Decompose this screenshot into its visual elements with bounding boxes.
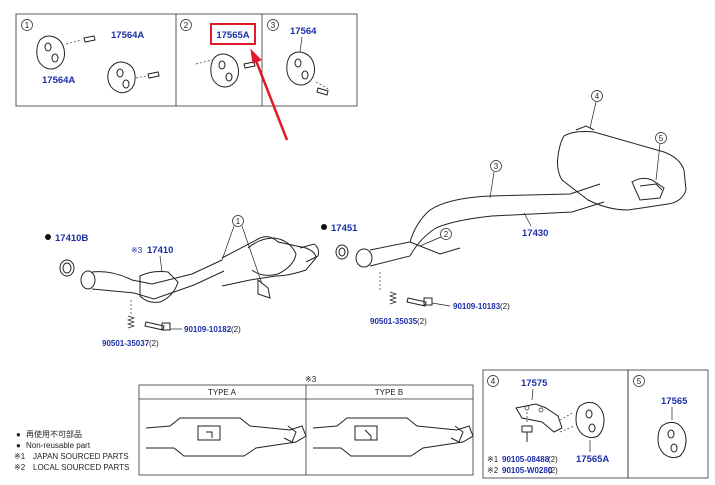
label-17451: 17451 bbox=[331, 223, 358, 234]
legend-text: LOCAL SOURCED PARTS bbox=[33, 463, 129, 472]
callout-3: 3 bbox=[494, 162, 499, 171]
label-spring-mid: 90501-35035 bbox=[370, 317, 418, 326]
callout-1: 1 bbox=[236, 217, 241, 226]
inset-frame bbox=[15, 13, 358, 107]
rubber-hanger-icon bbox=[657, 421, 687, 459]
legend: ● 再使用不可部品 ● Non-reusable part ※1 JAPAN S… bbox=[14, 429, 129, 472]
stud-icon bbox=[83, 35, 96, 43]
inset-box-1: 1 17564A 17564A bbox=[21, 19, 160, 94]
label-bolt1: 90105-08488 bbox=[502, 455, 550, 464]
non-reusable-dot bbox=[321, 224, 327, 230]
label-box4-17565A: 17565A bbox=[576, 454, 609, 465]
type-a-label: TYPE A bbox=[208, 388, 237, 397]
label-17410: 17410 bbox=[147, 245, 173, 256]
main-assembly: 17410B ※3 17410 1 bbox=[45, 90, 687, 348]
stud-icon bbox=[316, 87, 329, 96]
type-panel-marker: ※3 bbox=[305, 375, 317, 384]
inset-box-2-number: 2 bbox=[184, 21, 189, 30]
gasket-icon bbox=[335, 244, 349, 260]
inset-box-3-number: 3 bbox=[271, 21, 276, 30]
label-spring-left: 90501-35037 bbox=[102, 339, 150, 348]
type-b-converter-icon bbox=[312, 417, 474, 457]
legend-text: 再使用不可部品 bbox=[26, 429, 82, 439]
tail-pipe-icon bbox=[355, 183, 605, 268]
callout-2: 2 bbox=[444, 230, 449, 239]
inset-group: 1 17564A 17564A 2 1756 bbox=[15, 13, 358, 107]
callout-4: 4 bbox=[595, 92, 600, 101]
label-bolt2-qty: (2) bbox=[548, 466, 558, 475]
callout-5: 5 bbox=[659, 134, 664, 143]
type-a-converter-icon bbox=[145, 417, 307, 457]
inset-box-3-label: 17564 bbox=[290, 26, 317, 37]
label-17565: 17565 bbox=[661, 396, 688, 407]
gasket-icon bbox=[59, 259, 75, 277]
spring-bolt-icon bbox=[126, 300, 171, 331]
bolt1-mark: ※1 bbox=[487, 455, 499, 464]
rubber-hanger-icon bbox=[286, 51, 315, 86]
rubber-hanger-icon bbox=[36, 35, 65, 70]
rubber-hanger-icon bbox=[107, 61, 136, 94]
bolt2-mark: ※2 bbox=[487, 466, 499, 475]
detail-box-5: 5 17565 bbox=[627, 369, 709, 479]
stud-icon bbox=[243, 61, 256, 69]
highlight-arrow bbox=[250, 48, 289, 141]
label-bolt-mid-qty: (2) bbox=[500, 302, 510, 311]
label-spring-left-qty: (2) bbox=[149, 339, 159, 348]
detail-box-4: 4 17575 17565A ※1 90105-08488 (2) ※2 901… bbox=[482, 369, 629, 479]
inset-box-1-label-a: 17564A bbox=[111, 30, 144, 41]
label-bolt-left: 90109-10182 bbox=[184, 325, 232, 334]
legend-text: Non-reusable part bbox=[26, 441, 91, 450]
rubber-hanger-icon bbox=[575, 401, 605, 439]
legend-bullet: ● bbox=[16, 441, 21, 450]
legend-bullet: ※1 bbox=[14, 452, 26, 461]
stud-icon bbox=[147, 71, 160, 79]
legend-bullet: ※2 bbox=[14, 463, 26, 472]
label-bolt2: 90105-W0280 bbox=[502, 466, 553, 475]
inset-box-2-label: 17565A bbox=[216, 30, 249, 41]
label-bolt-mid: 90109-10183 bbox=[453, 302, 501, 311]
label-17430: 17430 bbox=[522, 228, 548, 239]
label-bolt1-qty: (2) bbox=[548, 455, 558, 464]
inset-box-1-number: 1 bbox=[25, 21, 30, 30]
label-bolt-left-qty: (2) bbox=[231, 325, 241, 334]
box-5-number: 5 bbox=[637, 377, 642, 386]
inset-box-3: 3 17564 bbox=[267, 19, 331, 96]
spring-bolt-icon bbox=[379, 272, 433, 307]
label-17410B: 17410B bbox=[55, 233, 88, 244]
label-17575: 17575 bbox=[521, 378, 548, 389]
inset-box-2: 2 17565A bbox=[180, 19, 256, 88]
bolt-icon bbox=[521, 425, 533, 442]
type-b-label: TYPE B bbox=[375, 388, 403, 397]
non-reusable-dot bbox=[45, 234, 51, 240]
bracket-icon bbox=[515, 403, 563, 433]
inset-box-1-label-b: 17564A bbox=[42, 75, 75, 86]
legend-text: JAPAN SOURCED PARTS bbox=[33, 452, 129, 461]
label-spring-mid-qty: (2) bbox=[417, 317, 427, 326]
front-pipe-icon bbox=[80, 236, 319, 303]
box-4-number: 4 bbox=[491, 377, 496, 386]
type-marker: ※3 bbox=[131, 246, 143, 255]
type-panel: ※3 TYPE A TYPE B bbox=[138, 375, 474, 476]
highlight-box bbox=[210, 23, 256, 45]
legend-bullet: ● bbox=[16, 430, 21, 439]
muffler-icon bbox=[557, 125, 687, 211]
rubber-hanger-icon bbox=[210, 53, 239, 88]
